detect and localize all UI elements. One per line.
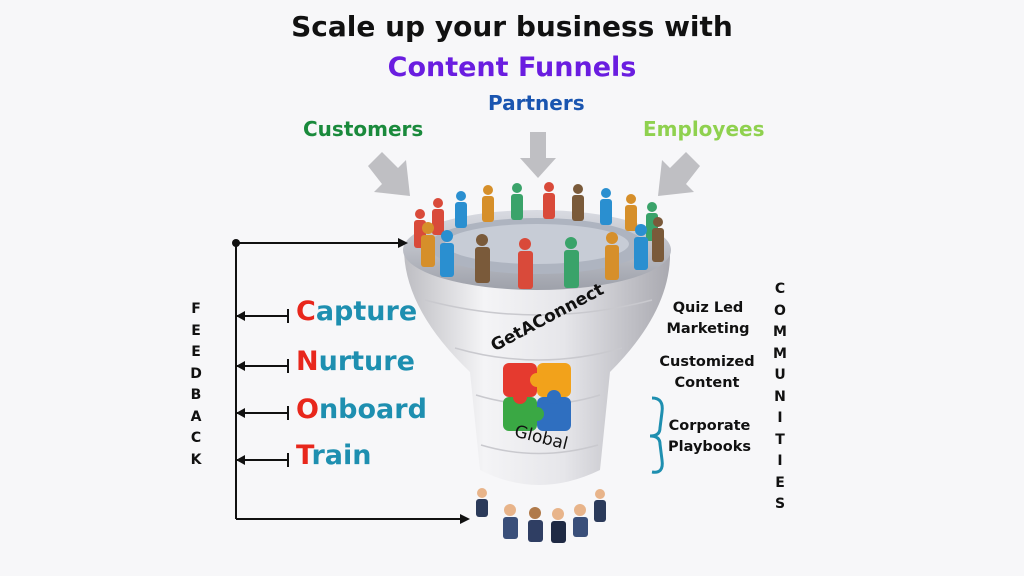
stage-capture: Capture (296, 296, 418, 327)
arrow-customers-icon (368, 152, 410, 196)
headline-accent: Content Funnels (387, 52, 637, 83)
puzzle-logo-icon (503, 363, 571, 431)
arrow-partners-icon (520, 132, 556, 178)
arrow-employees-icon (658, 152, 700, 196)
partners-label: Partners (488, 91, 585, 115)
headline: Scale up your business with (291, 10, 733, 43)
curly-brace-icon (649, 396, 664, 474)
people-ring-icon (414, 182, 664, 289)
connector-arrowheads-icon (236, 238, 470, 524)
connector-dot-icon (232, 239, 240, 247)
customers-label: Customers (303, 117, 424, 141)
employees-label: Employees (643, 117, 765, 141)
stage-train: Train (296, 440, 372, 471)
business-people-icon (476, 488, 606, 543)
stage-nurture: Nurture (296, 346, 415, 377)
stage-onboard: Onboard (296, 394, 427, 425)
